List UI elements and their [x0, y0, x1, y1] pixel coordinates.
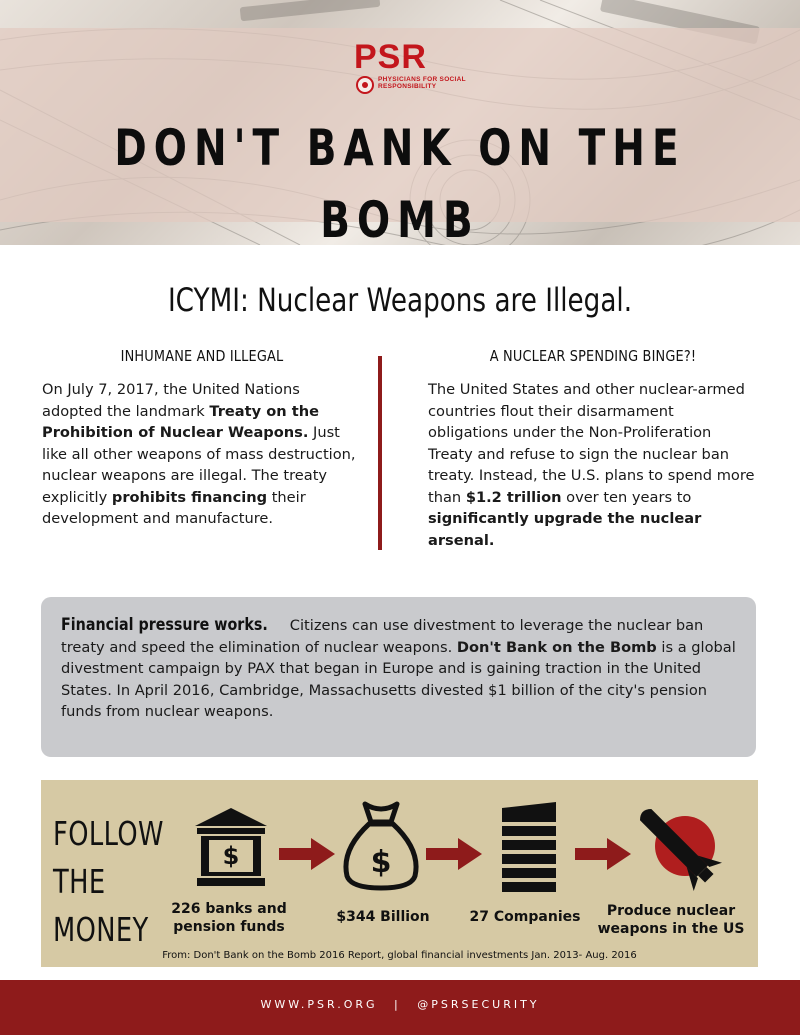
arrow-right-icon [279, 838, 335, 870]
seal-icon [356, 76, 374, 94]
right-column: A NUCLEAR SPENDING BINGE?! The United St… [428, 345, 758, 551]
arrow-right-icon [575, 838, 631, 870]
title-line: FOLLOW [53, 814, 164, 853]
text-span: Just like all other weapons of mass dest… [42, 424, 356, 506]
step-label-amount: $344 Billion [336, 909, 430, 925]
box-lead: Financial pressure works. [61, 615, 268, 635]
source-citation: From: Don't Bank on the Bomb 2016 Report… [162, 950, 637, 961]
footer-separator: | [394, 998, 401, 1011]
right-column-text: The United States and other nuclear-arme… [428, 379, 758, 551]
building-icon [502, 802, 556, 892]
follow-the-money-panel: FOLLOW THE MONEY $ $ [41, 780, 758, 967]
missile-icon [639, 808, 723, 892]
step-label-banks: 226 banks and pension funds [171, 901, 287, 935]
title-line: THE [53, 862, 106, 901]
header-banner: PSR PHYSICIANS FOR SOCIAL RESPONSIBILITY… [0, 0, 800, 245]
spending-amount: $1.2 trillion [465, 488, 562, 506]
psr-logo: PSR PHYSICIANS FOR SOCIAL RESPONSIBILITY [354, 38, 466, 100]
financial-pressure-box: Financial pressure works. Citizens can u… [41, 597, 756, 757]
bank-icon: $ [195, 808, 267, 886]
financial-pressure-text: Financial pressure works. Citizens can u… [61, 615, 736, 723]
svg-text:$: $ [371, 845, 392, 880]
left-column-text: On July 7, 2017, the United Nations adop… [42, 379, 362, 530]
campaign-name: Don't Bank on the Bomb [456, 638, 657, 656]
money-bag-icon: $ [343, 801, 419, 891]
text-span: On July 7, 2017, the United Nations adop… [42, 381, 300, 420]
follow-the-money-title: FOLLOW THE MONEY [53, 810, 164, 954]
step-label-companies: 27 Companies [469, 909, 581, 925]
emphasis-text: prohibits financing [111, 488, 268, 506]
logo-subtext: PHYSICIANS FOR SOCIAL RESPONSIBILITY [378, 76, 466, 90]
text-span: Citizens can use divestment to leverage … [61, 617, 704, 656]
title-line: MONEY [53, 910, 149, 949]
website-link[interactable]: WWW.PSR.ORG [260, 998, 378, 1011]
logo-text: PSR [354, 38, 427, 76]
footer: WWW.PSR.ORG | @PSRSECURITY [0, 980, 800, 1035]
text-span: is a global divestment campaign by PAX t… [61, 638, 736, 721]
emphasis-text: significantly upgrade the nuclear arsena… [428, 510, 702, 549]
step-label-weapons: Produce nuclear weapons in the US [597, 903, 745, 937]
text-span: their development and manufacture. [42, 488, 306, 528]
right-column-heading: A NUCLEAR SPENDING BINGE?! [489, 347, 697, 365]
header-tint-band [0, 28, 800, 222]
left-column-heading: INHUMANE AND ILLEGAL [120, 347, 284, 365]
subhead: ICYMI: Nuclear Weapons are Illegal. [167, 281, 633, 319]
column-divider [378, 356, 382, 550]
arrow-right-icon [426, 838, 482, 870]
page-title: DON'T BANK ON THE BOMB [114, 119, 686, 245]
svg-text:$: $ [223, 842, 240, 870]
social-handle-link[interactable]: @PSRSECURITY [417, 998, 540, 1011]
treaty-name: Treaty on the Prohibition of Nuclear Wea… [42, 402, 319, 442]
text-span: over ten years to [561, 488, 692, 506]
left-column: INHUMANE AND ILLEGAL On July 7, 2017, th… [42, 345, 362, 530]
text-span: The United States and other nuclear-arme… [428, 381, 755, 506]
